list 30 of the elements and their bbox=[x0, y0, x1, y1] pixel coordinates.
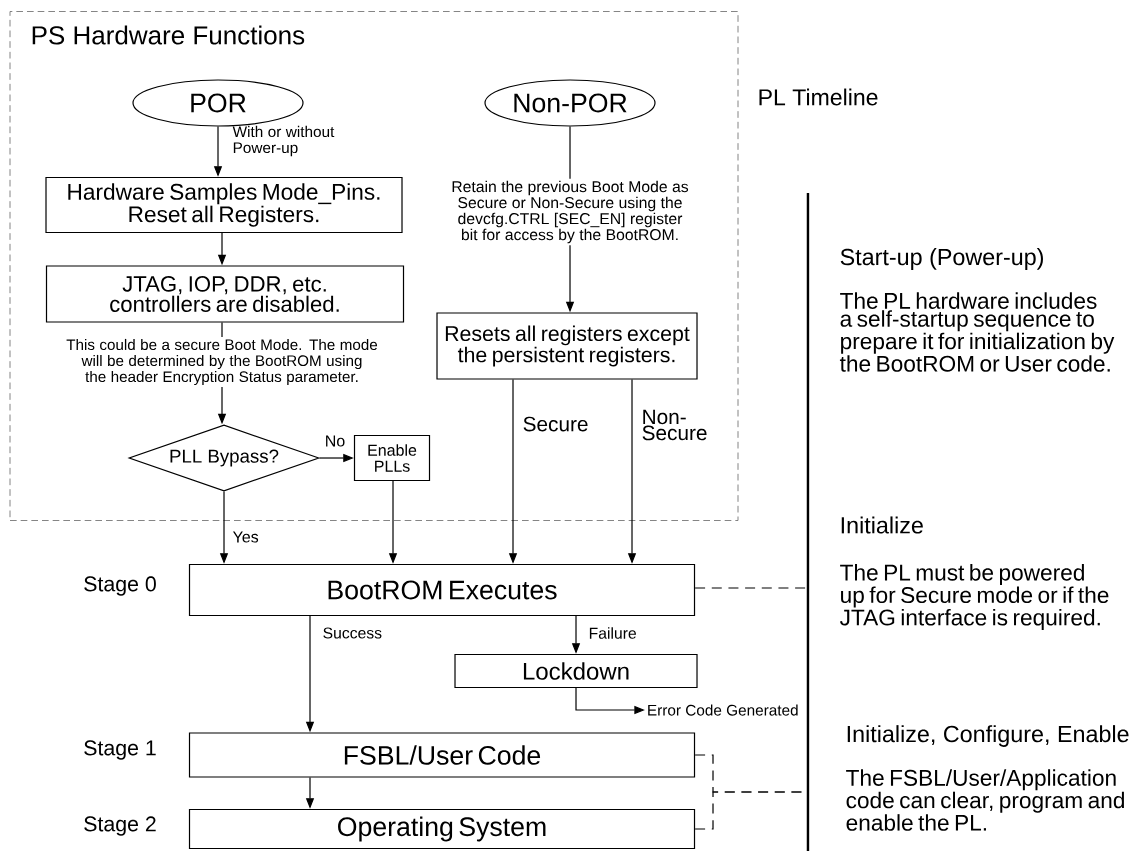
edge-label: Secure bbox=[523, 416, 588, 432]
description-text: The FSBL/User/Application code can clear, program and enable the PL. bbox=[846, 769, 1124, 831]
heading-text: Initialize bbox=[841, 516, 923, 534]
output-text: Error Code Generated bbox=[648, 704, 798, 716]
heading-text: Initialize, Configure, Enable bbox=[847, 725, 1129, 747]
process-box: JTAG, IOP, DDR, etc. controllers are disabled. bbox=[45, 265, 405, 323]
edge-label: Retain the previous Boot Mode as Secure or Non-Secure using the devcfg.CTRL [SEC_EN] register bit for access by the BootROM. bbox=[436, 178, 704, 246]
process-box: Lockdown bbox=[454, 653, 698, 689]
edge-label: Failure bbox=[589, 627, 636, 639]
edge-label: This could be a secure Boot Mode. The mode will be determined by the BootROM using the header Encryption Status parameter. bbox=[55, 336, 389, 388]
timeline-bar bbox=[806, 193, 810, 851]
description-text: The PL must be powered up for Secure mode or if the JTAG interface is required. bbox=[839, 564, 1109, 631]
heading-text: Start-up (Power-up) bbox=[840, 248, 1043, 270]
edge-label: No bbox=[326, 435, 345, 447]
stage-label: Stage 1 bbox=[84, 740, 156, 760]
process-box: BootROM Executes bbox=[188, 563, 696, 617]
process-box: Resets all registers except the persistent registers. bbox=[436, 312, 698, 380]
stage-label: Stage 2 bbox=[84, 816, 156, 836]
edge-label: Non-Secure bbox=[642, 409, 707, 441]
process-box: Enable PLLs bbox=[353, 434, 431, 482]
stage-label: Stage 0 bbox=[84, 576, 156, 596]
frame-heading: PS Hardware Functions bbox=[32, 25, 305, 45]
description-text: The PL hardware includes a self-startup sequence to prepare it for initialization by the BootROM or User code. bbox=[839, 292, 1115, 372]
edge-label: With or without Power-up bbox=[232, 125, 335, 157]
process-box: Operating System bbox=[188, 808, 696, 850]
process-box: Hardware Samples Mode_Pins. Reset all Registers. bbox=[45, 176, 403, 234]
process-box: FSBL/User Code bbox=[188, 732, 696, 778]
edge-label: Success bbox=[323, 627, 382, 639]
heading-text: PL Timeline bbox=[759, 88, 878, 106]
edge-label: Yes bbox=[232, 531, 259, 543]
